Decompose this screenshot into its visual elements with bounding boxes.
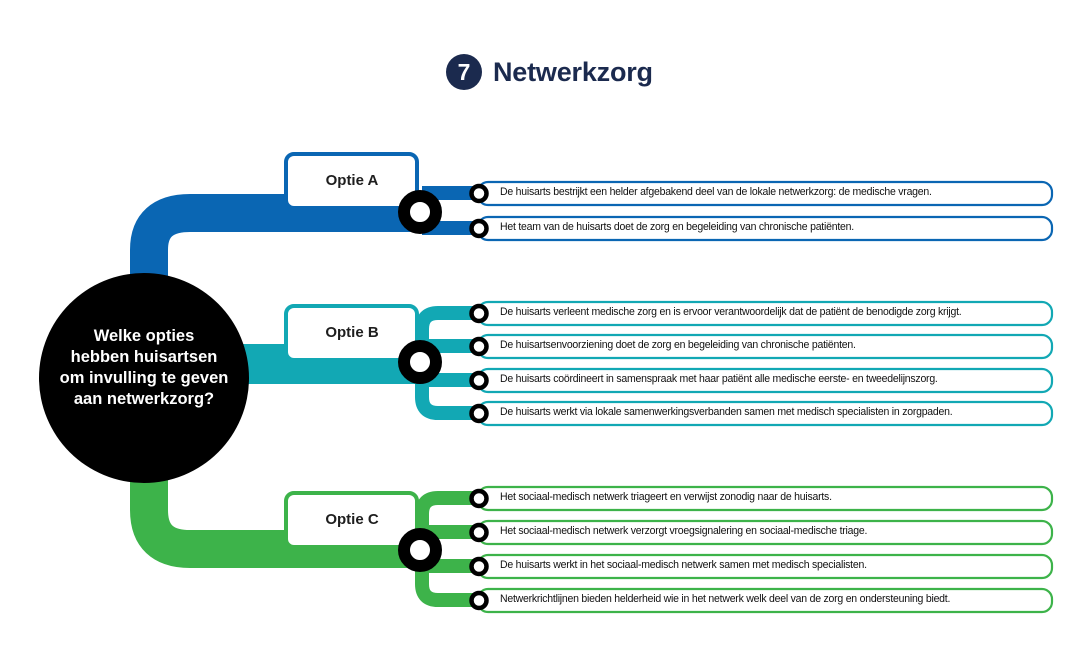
- title-text: Netwerkzorg: [493, 56, 653, 87]
- bullet-ring-icon: [469, 183, 489, 204]
- option-b-item: De huisarts werkt via lokale samenwerkin…: [500, 406, 953, 418]
- option-a-trunk: [130, 194, 420, 300]
- center-question-line: Welke opties: [93, 327, 195, 345]
- section-number-badge: 7: [446, 54, 482, 90]
- bullet-ring-icon: [469, 522, 489, 543]
- bullet-ring-icon: [469, 590, 489, 611]
- bullet-ring-icon: [469, 403, 489, 424]
- center-question-line: hebben huisartsen: [70, 348, 218, 366]
- bullet-ring-icon: [469, 218, 489, 239]
- option-a-item: Het team van de huisarts doet de zorg en…: [500, 221, 854, 233]
- bullet-ring-icon: [469, 556, 489, 577]
- bullet-ring-icon: [469, 336, 489, 357]
- option-b-hub-ring-icon: [398, 340, 442, 384]
- option-a-box: [284, 152, 419, 210]
- option-a-hub-ring-icon: [398, 190, 442, 234]
- option-b-label: Optie B: [325, 324, 379, 341]
- center-question-circle: [39, 273, 249, 483]
- option-b-item: De huisarts verleent medische zorg en is…: [500, 306, 962, 318]
- option-c-item: Het sociaal-medisch netwerk triageert en…: [500, 491, 832, 503]
- center-question-line: om invulling te geven: [59, 369, 229, 387]
- option-c-trunk: [130, 460, 420, 568]
- option-b-item: De huisartsenvoorziening doet de zorg en…: [500, 339, 856, 351]
- option-b-item: De huisarts coördineert in samenspraak m…: [500, 373, 938, 385]
- option-c-item: De huisarts werkt in het sociaal-medisch…: [500, 559, 867, 571]
- option-a-label: Optie A: [325, 172, 379, 189]
- center-question-line: aan netwerkzorg?: [73, 390, 215, 408]
- center-question: Welke opties hebben huisartsen om invull…: [48, 326, 240, 410]
- bullet-ring-icon: [469, 488, 489, 509]
- bullet-ring-icon: [469, 303, 489, 324]
- page-title: 7 Netwerkzorg: [446, 54, 653, 90]
- option-c-label: Optie C: [325, 511, 379, 528]
- option-c-item: Het sociaal-medisch netwerk verzorgt vro…: [500, 525, 868, 537]
- option-a-item: De huisarts bestrijkt een helder afgebak…: [500, 186, 932, 198]
- option-c-item: Netwerkrichtlijnen bieden helderheid wie…: [500, 593, 951, 605]
- bullet-ring-icon: [469, 370, 489, 391]
- option-c-hub-ring-icon: [398, 528, 442, 572]
